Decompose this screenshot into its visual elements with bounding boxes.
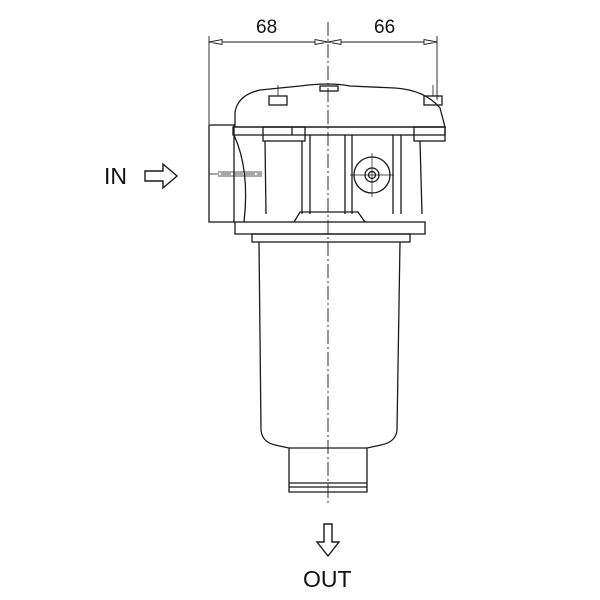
pressure-gauge-port [350,153,394,197]
filter-head-body [234,126,446,243]
outlet-label: OUT [303,566,352,592]
bolt [268,95,288,106]
inlet-arrow-icon [144,162,179,190]
dimension-right: 66 [374,17,396,38]
dimension-left: 68 [256,17,278,38]
inlet-port [208,124,262,223]
dimension-lines [208,36,438,124]
outlet-arrow-icon [315,523,341,558]
filter-bowl [258,241,401,493]
inlet-label: IN [104,163,127,189]
